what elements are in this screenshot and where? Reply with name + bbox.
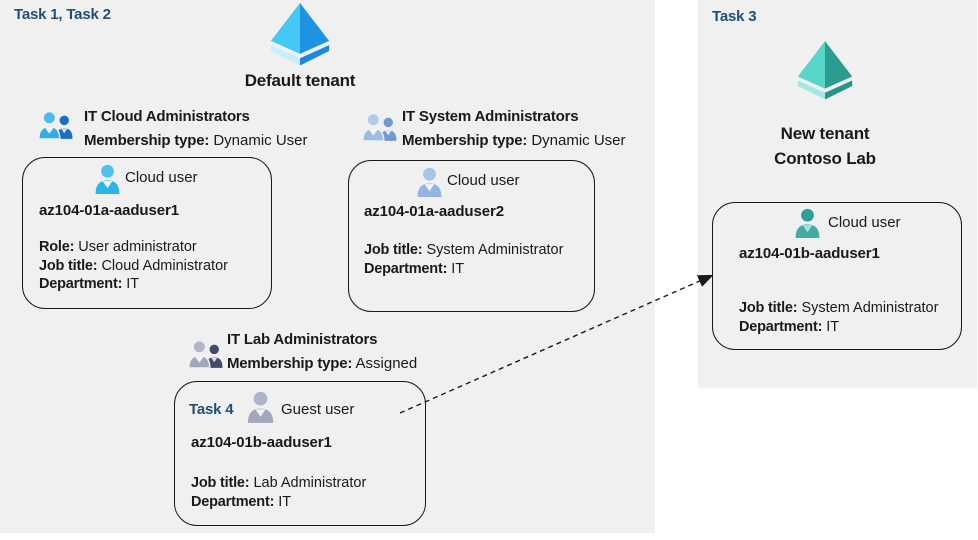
user-name: az104-01b-aaduser1 bbox=[191, 434, 332, 451]
user-name: az104-01a-aaduser2 bbox=[364, 203, 504, 220]
job-title-value: System Administrator bbox=[422, 242, 564, 258]
department-row: Department: IT bbox=[364, 260, 563, 279]
user-name: az104-01a-aaduser1 bbox=[39, 202, 179, 219]
job-title-row: Job title: System Administrator bbox=[364, 241, 563, 260]
membership-value: Dynamic User bbox=[527, 132, 626, 149]
job-title-row: Job title: System Administrator bbox=[739, 299, 938, 318]
membership-label: Membership type: bbox=[84, 132, 210, 149]
user-type-label: Cloud user bbox=[828, 214, 901, 231]
default-tenant-label: Default tenant bbox=[244, 71, 356, 90]
role-row: Role: User administrator bbox=[39, 238, 228, 257]
department-label: Department: bbox=[739, 318, 823, 335]
membership-label: Membership type: bbox=[227, 355, 353, 372]
job-title-value: Cloud Administrator bbox=[97, 257, 228, 274]
cloud-user-icon bbox=[94, 164, 121, 200]
user-type-label: Cloud user bbox=[125, 169, 198, 186]
azure-ad-icon-teal bbox=[791, 40, 859, 107]
department-value: IT bbox=[822, 318, 840, 335]
group-membership-cloud-admins: Membership type: Dynamic User bbox=[84, 132, 308, 149]
cloud-user-icon bbox=[416, 167, 443, 203]
group-name-lab-admins: IT Lab Administrators bbox=[227, 331, 378, 348]
group-icon-lab-admins bbox=[188, 338, 223, 374]
user-card-aaduser1a: Cloud user az104-01a-aaduser1 Role: User… bbox=[22, 157, 272, 309]
membership-value: Dynamic User bbox=[209, 132, 308, 149]
new-tenant-label-line2: Contoso Lab bbox=[774, 149, 876, 168]
user-type-label: Cloud user bbox=[447, 172, 520, 189]
job-title-value: Lab Administrator bbox=[249, 475, 367, 491]
user-type-label: Guest user bbox=[281, 401, 355, 418]
department-label: Department: bbox=[364, 260, 448, 277]
job-title-row: Job title: Cloud Administrator bbox=[39, 257, 228, 276]
job-title-label: Job title: bbox=[739, 300, 798, 316]
role-value: User administrator bbox=[74, 239, 197, 255]
job-title-label: Job title: bbox=[364, 242, 423, 258]
job-title-value: System Administrator bbox=[797, 300, 939, 316]
task-3-label: Task 3 bbox=[712, 8, 757, 25]
department-row: Department: IT bbox=[39, 275, 228, 294]
azure-ad-icon-blue bbox=[261, 3, 339, 72]
task-1-2-label: Task 1, Task 2 bbox=[14, 6, 111, 23]
department-row: Department: IT bbox=[739, 318, 938, 337]
new-tenant-label-line1: New tenant bbox=[780, 124, 870, 143]
user-attributes: Job title: Lab Administrator Department:… bbox=[191, 474, 366, 511]
department-label: Department: bbox=[39, 276, 123, 293]
group-name-cloud-admins: IT Cloud Administrators bbox=[84, 108, 250, 125]
department-row: Department: IT bbox=[191, 493, 366, 512]
job-title-row: Job title: Lab Administrator bbox=[191, 474, 366, 493]
cloud-user-icon bbox=[794, 208, 821, 244]
membership-label: Membership type: bbox=[402, 132, 528, 149]
user-attributes: Job title: System Administrator Departme… bbox=[739, 299, 938, 336]
user-attributes: Role: User administrator Job title: Clou… bbox=[39, 238, 228, 294]
group-membership-lab-admins: Membership type: Assigned bbox=[227, 355, 417, 372]
department-value: IT bbox=[274, 493, 292, 510]
user-name: az104-01b-aaduser1 bbox=[739, 245, 880, 262]
job-title-label: Job title: bbox=[191, 475, 250, 491]
user-card-aaduser2a: Cloud user az104-01a-aaduser2 Job title:… bbox=[348, 160, 595, 312]
group-icon-system-admins bbox=[362, 111, 397, 147]
membership-value: Assigned bbox=[352, 355, 418, 372]
guest-user-icon bbox=[246, 391, 275, 429]
group-name-system-admins: IT System Administrators bbox=[402, 108, 579, 125]
user-attributes: Job title: System Administrator Departme… bbox=[364, 241, 563, 278]
department-label: Department: bbox=[191, 493, 275, 510]
group-icon-cloud-admins bbox=[38, 109, 73, 145]
task-4-label: Task 4 bbox=[189, 401, 234, 418]
guest-user-card: Task 4 Guest user az104-01b-aaduser1 Job… bbox=[174, 381, 426, 526]
user-card-aaduser1b: Cloud user az104-01b-aaduser1 Job title:… bbox=[712, 202, 962, 350]
default-tenant-panel bbox=[0, 0, 655, 533]
department-value: IT bbox=[447, 260, 465, 277]
department-value: IT bbox=[122, 276, 140, 293]
group-membership-system-admins: Membership type: Dynamic User bbox=[402, 132, 626, 149]
job-title-label: Job title: bbox=[39, 257, 98, 274]
role-label: Role: bbox=[39, 239, 75, 255]
